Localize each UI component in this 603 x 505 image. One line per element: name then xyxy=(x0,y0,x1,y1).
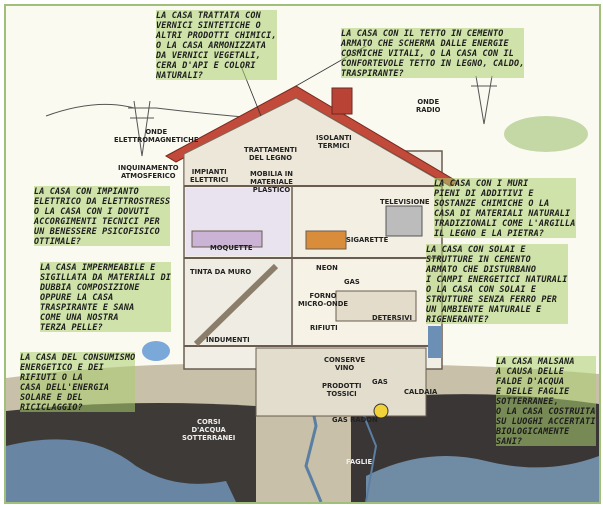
label-neon: NEON xyxy=(316,264,338,272)
caption-right-3: LA CASA MALSANA A CAUSA DELLE FALDE D'AC… xyxy=(496,356,596,446)
caption-top-right: LA CASA CON IL TETTO IN CEMENTO ARMATO C… xyxy=(341,28,524,78)
label-televisione: TELEVISIONE xyxy=(380,198,430,206)
caption-left-1: LA CASA CON IMPIANTO ELETTRICO DA ELETTR… xyxy=(34,186,170,246)
label-corsi: CORSI D'ACQUA SOTTERRANEI xyxy=(182,418,235,442)
tv xyxy=(386,206,422,236)
label-gas-radon: GAS RADON xyxy=(332,416,378,424)
caption-top-left: LA CASA TRATTATA CON VERNICI SINTETICHE … xyxy=(156,10,277,80)
label-impianti: IMPIANTI ELETTRICI xyxy=(190,168,228,184)
caption-left-2: LA CASA IMPERMEABILE E SIGILLATA DA MATE… xyxy=(40,262,171,332)
label-prodotti: PRODOTTI TOSSICI xyxy=(322,382,361,398)
label-forno: FORNO MICRO-ONDE xyxy=(298,292,348,308)
standing-person xyxy=(428,326,442,358)
caption-left-3: LA CASA DEL CONSUMISMO ENERGETICO E DEI … xyxy=(20,352,135,412)
illustration-frame: LA CASA TRATTATA CON VERNICI SINTETICHE … xyxy=(4,4,601,504)
running-person xyxy=(142,341,170,361)
radio-antenna xyxy=(471,76,497,124)
bush-right xyxy=(504,116,588,152)
label-mobilia: MOBILIA IN MATERIALE PLASTICO xyxy=(250,170,293,194)
label-caldaia: CALDAIA xyxy=(404,388,437,396)
label-detersivi: DETERSIVI xyxy=(372,314,412,322)
label-faglie: FAGLIE xyxy=(346,458,372,466)
armchair xyxy=(306,231,346,249)
label-moquette: MOQUETTE xyxy=(210,244,253,252)
label-sigarette: SIGARETTE xyxy=(346,236,388,244)
label-gas: GAS xyxy=(344,278,360,286)
label-conserve: CONSERVE VINO xyxy=(324,356,365,372)
label-tinta: TINTA DA MURO xyxy=(190,268,251,276)
label-trattamenti: TRATTAMENTI DEL LEGNO xyxy=(244,146,297,162)
label-inquinamento: INQUINAMENTO ATMOSFERICO xyxy=(118,164,179,180)
label-isolanti: ISOLANTI TERMICI xyxy=(316,134,352,150)
label-onde-elettromagnetiche: ONDE ELETTROMAGNETICHE xyxy=(114,128,198,144)
caption-right-2: LA CASA CON SOLAI E STRUTTURE IN CEMENTO… xyxy=(426,244,568,324)
label-onde-radio: ONDE RADIO xyxy=(416,98,440,114)
chimney xyxy=(332,88,352,114)
label-indumenti: INDUMENTI xyxy=(206,336,250,344)
label-rifiuti: RIFIUTI xyxy=(310,324,338,332)
label-gas-2: GAS xyxy=(372,378,388,386)
caption-right-1: LA CASA CON I MURI PIENI DI ADDITIVI E S… xyxy=(434,178,576,238)
